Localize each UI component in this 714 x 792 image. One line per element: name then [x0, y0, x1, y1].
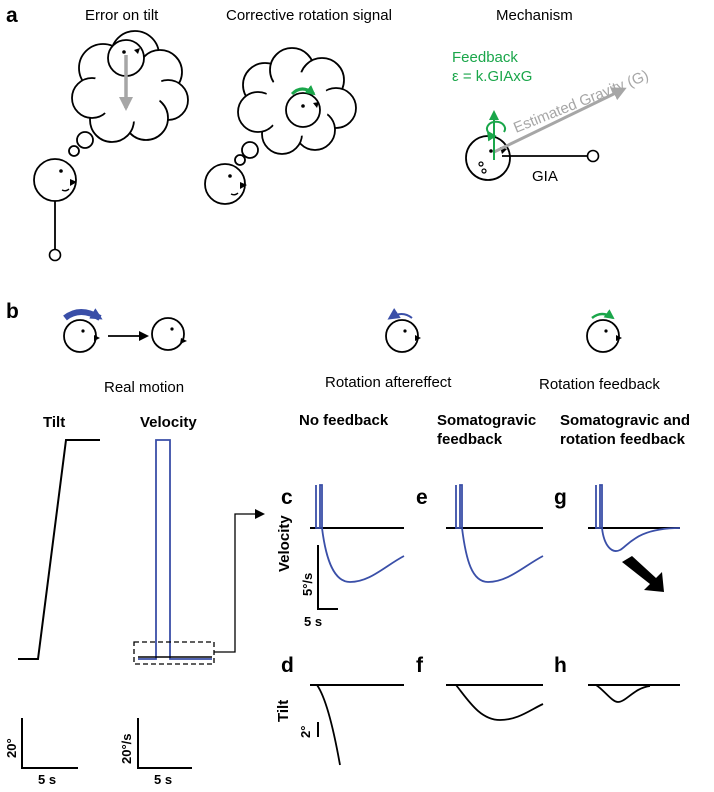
trace-h: [588, 684, 680, 703]
subpanel-letter-f: f: [416, 654, 424, 677]
subpanel-letter-g: g: [554, 486, 567, 509]
trace-c: [310, 484, 405, 583]
estimated-gravity-arrow: [493, 87, 627, 154]
c-scalebar-y-label: 5°/s: [300, 573, 315, 596]
row-label-velocity: Velocity: [276, 515, 293, 572]
subpanel-letter-d: d: [281, 654, 294, 677]
feedback-rotation-icon-b: [591, 309, 615, 320]
row-title-real-motion: Real motion: [104, 379, 184, 396]
zoom-box: [133, 641, 215, 665]
velocity-scalebar-x-label: 5 s: [154, 772, 172, 787]
panel-b-letter: b: [6, 300, 19, 323]
subpanel-letter-e: e: [416, 486, 428, 509]
tilt-scalebar-y-label: 20°: [4, 738, 19, 758]
feedback-rotation-icon: [486, 120, 506, 142]
thought-bubbles-1: [68, 131, 94, 157]
trace-f: [446, 684, 544, 721]
row-label-tilt: Tilt: [275, 700, 292, 722]
header-somatogravic-rotation-line1: Somatogravic and: [560, 412, 690, 429]
subpanel-letter-c: c: [281, 486, 293, 509]
mechanism-diagram: [465, 87, 627, 181]
d-scalebar-y-label: 2°: [298, 726, 313, 738]
header-somatogravic-line1: Somatogravic: [437, 412, 536, 429]
tilted-head-1: [33, 158, 77, 262]
c-scalebar-x-label: 5 s: [304, 614, 322, 629]
aftereffect-rotation-icon: [387, 308, 413, 320]
panel-a-title-mechanism: Mechanism: [496, 7, 573, 24]
trace-e: [446, 484, 544, 583]
real-motion-head-end: [151, 317, 187, 351]
head-in-cloud-2: [285, 92, 321, 128]
thought-bubbles-2: [234, 141, 259, 166]
real-motion-head-start: [63, 319, 100, 353]
header-somatogravic-rotation-line2: rotation feedback: [560, 431, 686, 448]
panel-a-title-corrective-rotation: Corrective rotation signal: [226, 7, 392, 24]
subpanel-letter-h: h: [554, 654, 567, 677]
panel-a-title-error-on-tilt: Error on tilt: [85, 7, 159, 24]
tilted-head-2: [204, 163, 247, 205]
tilt-scalebar: [21, 718, 78, 769]
velocity-scalebar: [137, 718, 192, 769]
feedback-head: [586, 319, 622, 353]
row-title-rotation-aftereffect: Rotation aftereffect: [325, 374, 452, 391]
zoom-arrow: [214, 509, 265, 653]
aftereffect-head: [385, 319, 421, 353]
header-tilt: Tilt: [43, 414, 65, 431]
header-velocity: Velocity: [140, 414, 197, 431]
header-somatogravic-line2: feedback: [437, 431, 503, 448]
tilt-scalebar-x-label: 5 s: [38, 772, 56, 787]
arrow-pointer-icon: [622, 556, 664, 592]
real-rotation-icon: [63, 308, 103, 321]
trace-d: [310, 684, 404, 766]
header-no-feedback: No feedback: [299, 412, 389, 429]
feedback-formula: ε = k.GIAxG: [452, 68, 532, 85]
tilt-trace: [18, 439, 100, 660]
row-title-rotation-feedback: Rotation feedback: [539, 376, 660, 393]
velocity-trace: [138, 439, 212, 660]
corrective-rotation-icon: [290, 85, 316, 96]
panel-a-letter: a: [6, 4, 18, 27]
velocity-scalebar-y-label: 20°/s: [119, 733, 134, 764]
feedback-label: Feedback: [452, 49, 518, 66]
trace-g: [588, 484, 681, 552]
gia-label: GIA: [532, 168, 558, 185]
c-scalebar: [317, 545, 338, 610]
